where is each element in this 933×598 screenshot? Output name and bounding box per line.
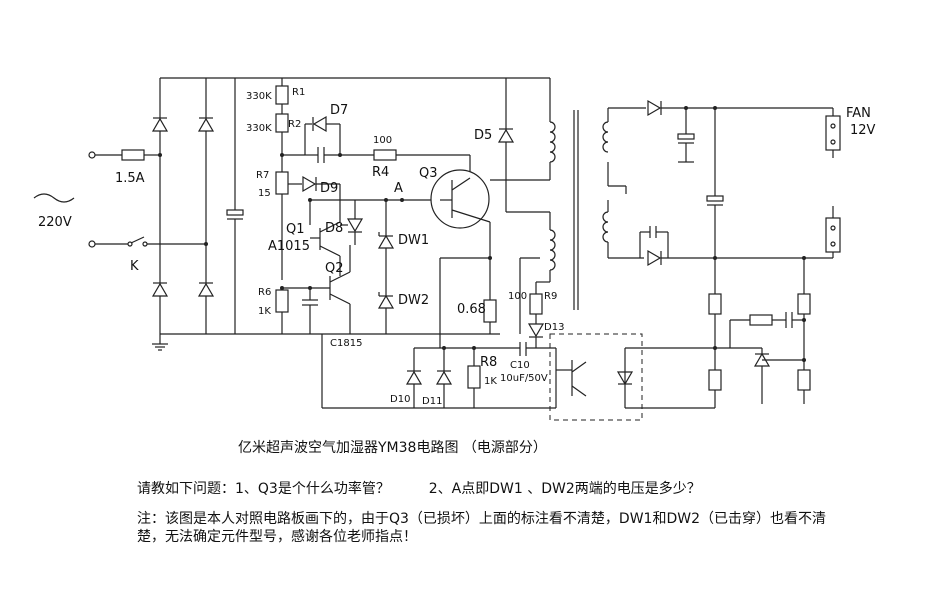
label-q1: Q1: [286, 222, 305, 237]
label-d7: D7: [330, 103, 348, 118]
label-r4-value: 100: [373, 135, 392, 146]
caption-title: 亿米超声波空气加湿器YM38电路图: [238, 440, 459, 456]
question-two: 2、A点即DW1 、DW2两端的电压是多少？: [428, 481, 701, 497]
label-r6-value: 1K: [258, 306, 271, 317]
label-node-a: A: [394, 181, 403, 196]
component-labels: 220V 1.5A K 330K R1 330K R2 D7 100 R4 D5…: [38, 87, 876, 407]
label-fan: FAN: [846, 106, 871, 121]
label-dw2: DW2: [398, 293, 429, 308]
label-r1-value: 330K: [246, 91, 272, 102]
label-r1: R1: [292, 87, 305, 98]
feedback: [321, 333, 643, 421]
fan-connector: [825, 115, 841, 151]
label-r9-value: 100: [508, 291, 527, 302]
transformer: [490, 78, 579, 348]
label-fan-voltage: 12V: [850, 123, 876, 138]
label-d8: D8: [325, 221, 343, 236]
label-r8-value: 1K: [484, 376, 497, 387]
label-c10-value: 10uF/50V: [500, 373, 548, 384]
label-switch: K: [130, 259, 139, 274]
label-c10: C10: [510, 360, 530, 371]
caption-part: （电源部分）: [462, 440, 547, 456]
label-d9: D9: [320, 181, 338, 196]
question-line: 请教如下问题：1、Q3是个什么功率管？ 2、A点即DW1 、DW2两端的电压是多…: [137, 478, 701, 498]
label-q3: Q3: [419, 166, 438, 181]
circuit-schematic: 220V 1.5A K 330K R1 330K R2 D7 100 R4 D5…: [33, 77, 876, 421]
secondary-output: [602, 99, 841, 409]
drive-circuit: [275, 78, 497, 348]
label-d13: D13: [544, 322, 564, 333]
label-c1815: C1815: [330, 338, 362, 349]
label-d5: D5: [474, 128, 492, 143]
label-r9: R9: [544, 291, 557, 302]
label-r8: R8: [480, 355, 497, 370]
label-r4: R4: [372, 165, 389, 180]
label-dw1: DW1: [398, 233, 429, 248]
label-r7-value: 15: [258, 188, 271, 199]
label-220v: 220V: [38, 215, 72, 230]
diagram-caption: 亿米超声波空气加湿器YM38电路图 （电源部分）: [238, 437, 547, 457]
label-r2-value: 330K: [246, 123, 272, 134]
label-r6: R6: [258, 287, 271, 298]
ac-input: [33, 149, 206, 248]
q3-transistor: [430, 169, 490, 229]
label-r068: 0.68: [457, 302, 486, 317]
label-d11: D11: [422, 396, 442, 407]
note-text: 注：该图是本人对照电路板画下的，由于Q3（已损坏）上面的标注看不清楚，DW1和D…: [137, 511, 826, 545]
label-r7: R7: [256, 170, 269, 181]
fuse-symbol: [121, 149, 145, 161]
label-q2: Q2: [325, 261, 344, 276]
label-fuse: 1.5A: [115, 171, 145, 186]
label-q1-type: A1015: [268, 239, 310, 254]
question-one: 请教如下问题：1、Q3是个什么功率管？: [137, 481, 390, 497]
label-d10: D10: [390, 394, 410, 405]
label-r2: R2: [288, 119, 301, 130]
bridge-rectifier: [151, 77, 550, 351]
